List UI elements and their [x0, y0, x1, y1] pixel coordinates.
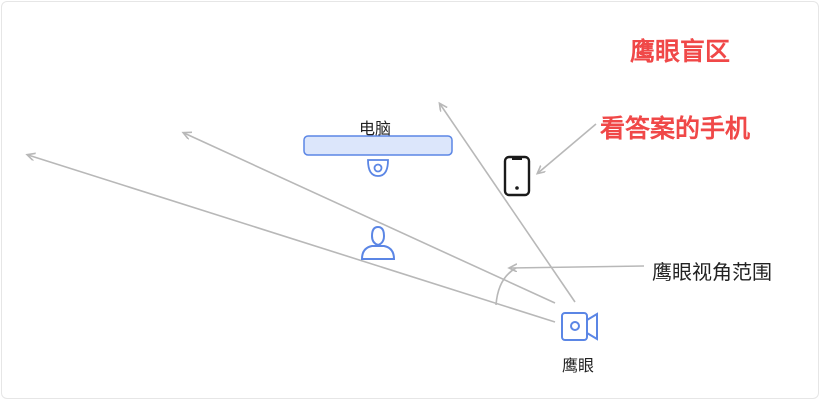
camera-icon	[561, 312, 598, 341]
phone-pointer	[538, 123, 597, 173]
person-icon	[360, 225, 396, 260]
view-range-pointer	[510, 266, 645, 268]
camera-label: 鹰眼	[562, 356, 595, 375]
view-angle-arc	[495, 267, 517, 306]
view-ray-3	[28, 155, 556, 323]
view-ray-2	[184, 133, 556, 304]
phone-cheat-label: 看答案的手机	[600, 114, 751, 143]
blind-zone-label: 鹰眼盲区	[630, 37, 731, 66]
computer-label: 电脑	[359, 119, 392, 138]
view-range-label: 鹰眼视角范围	[652, 260, 772, 284]
view-ray-1	[440, 104, 576, 303]
webcam-icon	[367, 159, 389, 177]
monitor-bar	[303, 135, 453, 156]
phone-icon	[503, 155, 531, 197]
